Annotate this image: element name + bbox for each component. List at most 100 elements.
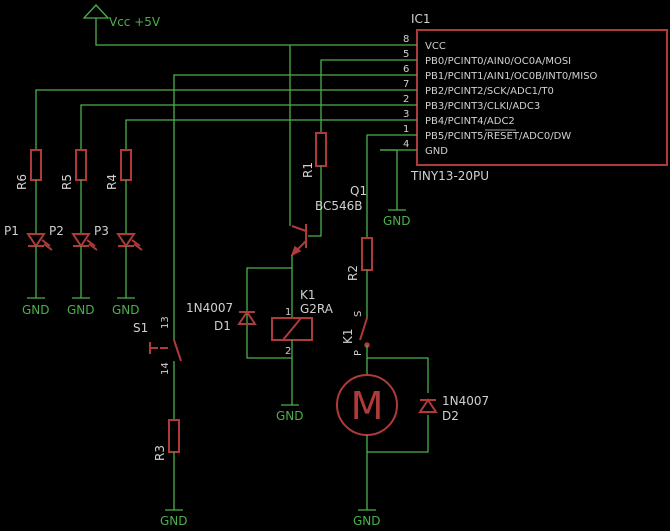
r3-branch: R3 (153, 419, 180, 510)
resistor-r5[interactable] (75, 149, 87, 181)
diode-d2[interactable] (418, 398, 438, 413)
r1-to-base-wire (308, 166, 322, 237)
ic1-pin-number: 7 (403, 79, 409, 90)
q1-name: Q1 (350, 184, 367, 198)
d2-name: D2 (442, 409, 459, 423)
ic1-pin-label: PB0/PCINT0/AIN0/OC0A/MOSI (425, 56, 571, 67)
ic1-part: TINY13-20PU (410, 169, 489, 183)
d2-part: 1N4007 (442, 394, 489, 408)
vcc-symbol (82, 4, 110, 19)
led-light-arrow (86, 239, 96, 247)
resistor-r6[interactable] (30, 149, 42, 181)
d1-body (237, 310, 257, 325)
ic1-pin-label: PB1/PCINT1/AIN1/OC0B/INT0/MISO (425, 71, 598, 82)
s1-name: S1 (133, 321, 148, 335)
emitter-relay-net (246, 255, 293, 359)
s1-pin14: 14 (160, 362, 171, 375)
ic1-pin-label: PB4/PCINT4/ADC2 (425, 116, 515, 127)
led-p1[interactable] (26, 233, 46, 248)
p1-label: P1 (4, 224, 19, 238)
gnd-label: GND (353, 514, 381, 528)
d1-part: 1N4007 (186, 301, 233, 315)
led-branch-p1: R6 P1 (4, 149, 53, 298)
pb2-to-r6-wire (35, 89, 380, 150)
resistor-r4[interactable] (120, 149, 132, 181)
pb5-to-r2-wire (366, 134, 380, 238)
ic1-pin-number: 1 (403, 124, 409, 135)
gnd-label: GND (276, 409, 304, 423)
gnd-symbols: GND GND GND GND GND GND GND (22, 209, 411, 528)
led-branch-p2: R5 P2 (49, 149, 98, 298)
s1-pin13: 13 (160, 316, 171, 329)
led-p3[interactable] (116, 233, 136, 248)
ic1[interactable]: IC1 TINY13-20PU 8 5 6 7 2 3 1 4 VCC PB0/… (380, 12, 668, 183)
relay-coil-diagonal (282, 317, 302, 341)
k1-name: K1 (300, 288, 316, 302)
r4-label: R4 (105, 174, 119, 190)
ic1-pin-label: GND (425, 146, 448, 157)
p2-label: P2 (49, 224, 64, 238)
resistor-r1[interactable] (315, 132, 327, 167)
pb4-to-r4-wire (125, 119, 380, 150)
ic1-pin-number: 6 (403, 64, 409, 75)
ic1-pin-number: 2 (403, 94, 409, 105)
q1-part: BC546B (315, 199, 363, 213)
gnd-label: GND (67, 303, 95, 317)
ic1-pin-label: PB5/PCINT5/RESET/ADC0/DW (425, 131, 571, 142)
k1-contact-p: P (353, 350, 364, 356)
vcc-label: Vcc +5V (109, 15, 161, 29)
pb3-to-r5-wire (80, 104, 380, 150)
gnd-label: GND (160, 514, 188, 528)
led-light-arrow (41, 239, 51, 247)
ic-gnd-wire (380, 149, 398, 210)
led-light-arrow (88, 243, 98, 251)
r6-label: R6 (15, 174, 29, 190)
k1-contact-s: S (353, 311, 364, 317)
ic1-pin-label: PB3/PCINT3/CLKI/ADC3 (425, 101, 540, 112)
s1-contact (173, 339, 182, 362)
led-light-arrow (131, 239, 141, 247)
vcc-supply: Vcc +5V (82, 4, 380, 226)
pb1-to-switch-wire (173, 74, 380, 316)
relay-k1-coil[interactable]: K1 G2RA 1 2 (271, 288, 334, 405)
switch-s1[interactable]: S1 13 14 (133, 316, 182, 420)
wire (367, 415, 429, 453)
wire (366, 345, 429, 393)
led-p2[interactable] (71, 233, 91, 248)
q1-emitter-arrow (290, 245, 302, 257)
ic1-pin-number: 5 (403, 49, 409, 60)
diode-d1[interactable]: 1N4007 D1 (186, 301, 257, 333)
led-branch-p3: R4 P3 (94, 149, 143, 298)
ic1-pin-number: 3 (403, 109, 409, 120)
p3-label: P3 (94, 224, 109, 238)
resistor-r2[interactable] (361, 237, 373, 271)
vcc-net (95, 18, 380, 46)
k1-part: G2RA (300, 302, 334, 316)
transistor-stage: R1 Q1 BC546B (246, 132, 367, 359)
gnd-label: GND (112, 303, 140, 317)
r2-label: R2 (346, 265, 360, 281)
r5-label: R5 (60, 174, 74, 190)
motor-label: M (351, 384, 384, 428)
ic1-pin-label: PB2/PCINT2/SCK/ADC1/T0 (425, 86, 554, 97)
d1-name: D1 (214, 319, 231, 333)
k1-coil-pin1: 1 (285, 307, 291, 318)
resistor-r3[interactable] (168, 419, 180, 453)
led-light-arrow (133, 243, 143, 251)
r3-label: R3 (153, 445, 167, 461)
motor-circuit: R2 S P K1 M 1N4007 D2 (336, 237, 489, 510)
led-light-arrow (43, 243, 53, 251)
r1-label: R1 (301, 162, 315, 178)
ic1-pin-number: 4 (403, 139, 409, 150)
k1-coil-pin2: 2 (285, 346, 291, 357)
gnd-label: GND (22, 303, 50, 317)
k1-contact[interactable] (359, 317, 368, 341)
k1-contact-name: K1 (341, 328, 355, 344)
ic1-name: IC1 (411, 12, 431, 26)
ic1-pin-label: VCC (425, 41, 446, 52)
ic1-pin-number: 8 (403, 34, 409, 45)
pb0-to-r1-wire (320, 59, 380, 133)
ic1-body (416, 29, 668, 166)
gnd-label: GND (383, 214, 411, 228)
